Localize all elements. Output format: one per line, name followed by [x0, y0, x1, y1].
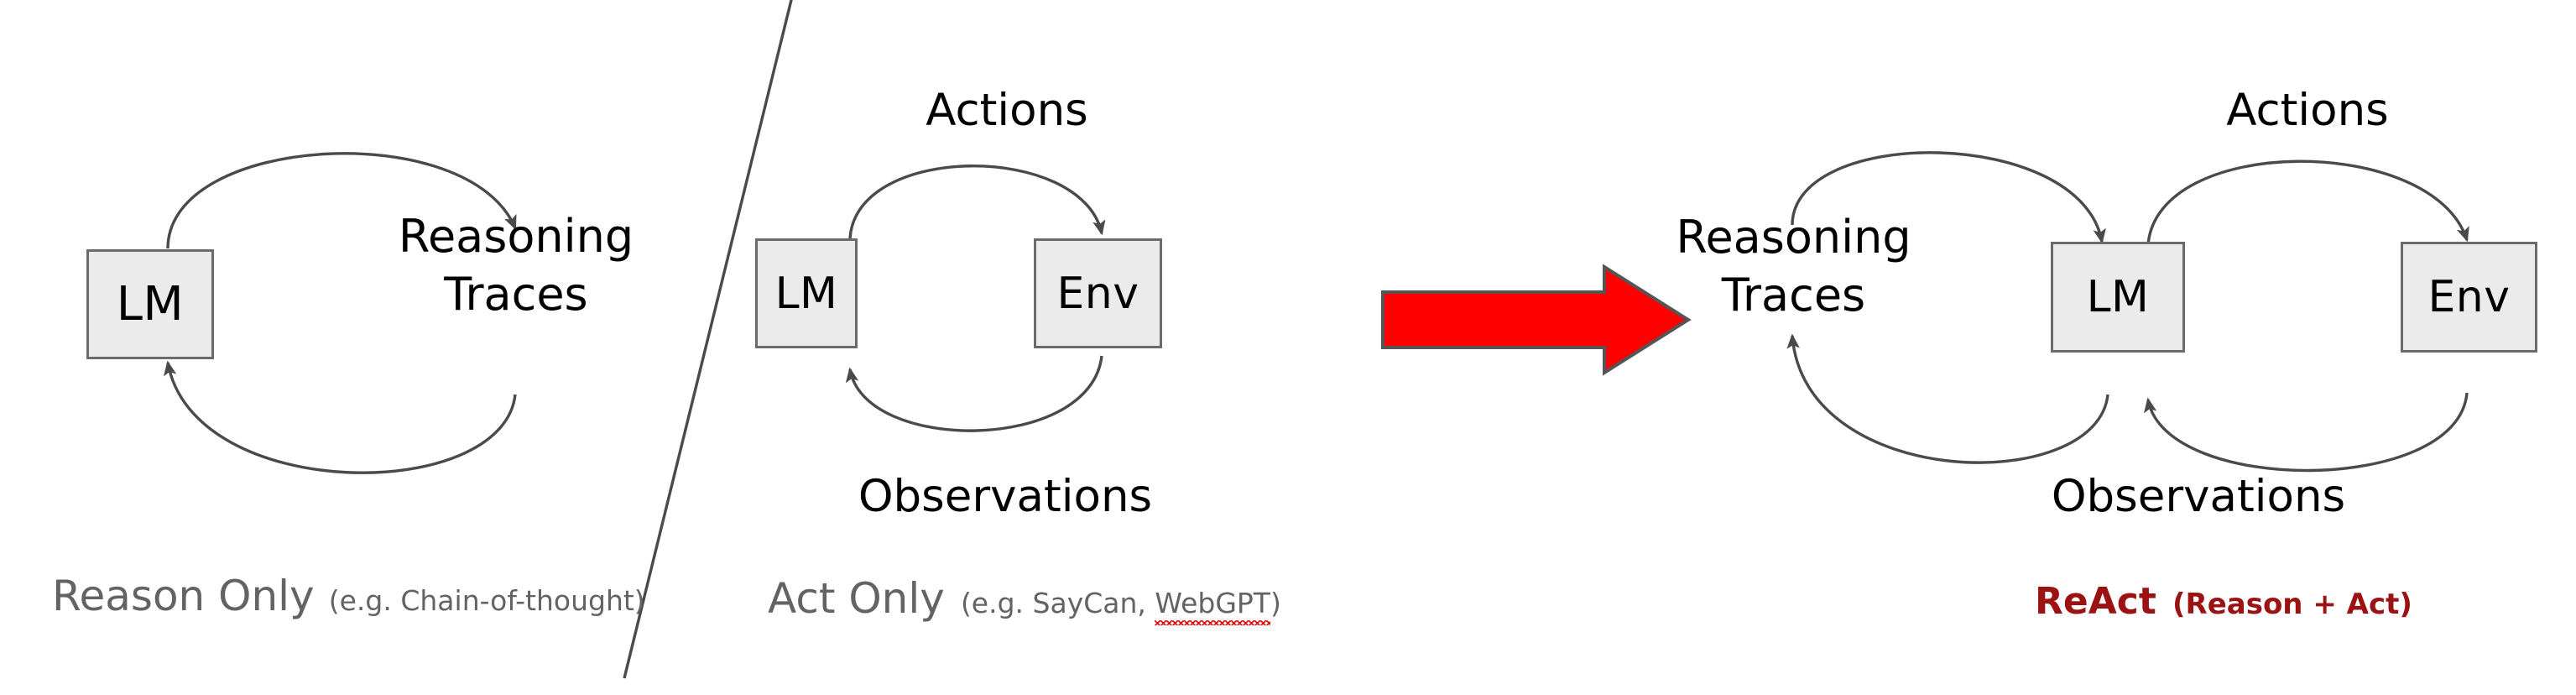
- flow-label-observations-react: Observations: [2047, 468, 2349, 525]
- node-label-env: Env: [1056, 268, 1139, 319]
- caption-sub-spellcheck-word: WebGPT: [1155, 587, 1270, 619]
- flow-label-actions-act-only: Actions: [898, 82, 1116, 139]
- node-label-lm: LM: [116, 276, 185, 332]
- flow-label-line1: Observations: [2051, 471, 2346, 522]
- arc-actions-lm-to-env: [848, 165, 1106, 239]
- flow-label-reasoning-traces-react: Reasoning Traces: [1649, 208, 1938, 324]
- red-right-arrow: [1381, 264, 1692, 376]
- caption-act-only: Act Only (e.g. SayCan, WebGPT): [768, 577, 1281, 619]
- arc-observations-env-to-lm: [845, 355, 1103, 432]
- arc-lm-to-reasoning-traces: [166, 152, 517, 249]
- caption-sub-text: (Reason + Act): [2172, 588, 2412, 621]
- caption-sub-before: (e.g. SayCan,: [960, 587, 1155, 619]
- flow-label-line2: Traces: [1721, 269, 1866, 322]
- node-label-env: Env: [2427, 272, 2511, 322]
- arc-lm-to-reasoning-traces-react: [1786, 333, 2109, 464]
- flow-label-line1: Reasoning: [1676, 211, 1911, 264]
- node-box-lm-react[interactable]: LM: [2051, 242, 2185, 353]
- caption-main-text: ReAct: [2035, 580, 2156, 623]
- caption-react: ReAct (Reason + Act): [2035, 583, 2412, 620]
- flow-label-observations-act-only: Observations: [854, 468, 1156, 525]
- caption-reason-only: Reason Only (e.g. Chain-of-thought): [52, 575, 645, 617]
- flow-label-line1: Reasoning: [398, 210, 634, 263]
- flow-label-reasoning-traces-reason-only: Reasoning Traces: [361, 207, 671, 323]
- flow-label-line1: Observations: [858, 471, 1153, 522]
- arc-reasoning-traces-to-lm: [164, 360, 517, 474]
- node-box-lm-act-only[interactable]: LM: [755, 238, 858, 348]
- arc-observations-env-to-lm-react: [2144, 392, 2469, 473]
- diagonal-divider-line: [623, 0, 793, 679]
- caption-sub-text: (e.g. Chain-of-thought): [328, 584, 645, 617]
- node-box-lm-reason-only[interactable]: LM: [86, 249, 214, 359]
- flow-label-actions-react: Actions: [2198, 82, 2417, 139]
- flow-label-line1: Actions: [926, 85, 1088, 136]
- arc-actions-lm-to-env-react: [2146, 159, 2469, 246]
- arc-reasoning-traces-to-lm-react: [1791, 151, 2106, 244]
- node-box-env-react[interactable]: Env: [2401, 242, 2537, 353]
- caption-main-text: Act Only: [768, 574, 945, 623]
- caption-main-text: Reason Only: [52, 572, 315, 620]
- caption-sub-after: ): [1270, 587, 1281, 619]
- flow-label-line1: Actions: [2226, 85, 2389, 136]
- flow-label-line2: Traces: [444, 268, 588, 321]
- node-label-lm: LM: [774, 268, 838, 319]
- node-label-lm: LM: [2086, 272, 2150, 322]
- node-box-env-act-only[interactable]: Env: [1034, 238, 1162, 348]
